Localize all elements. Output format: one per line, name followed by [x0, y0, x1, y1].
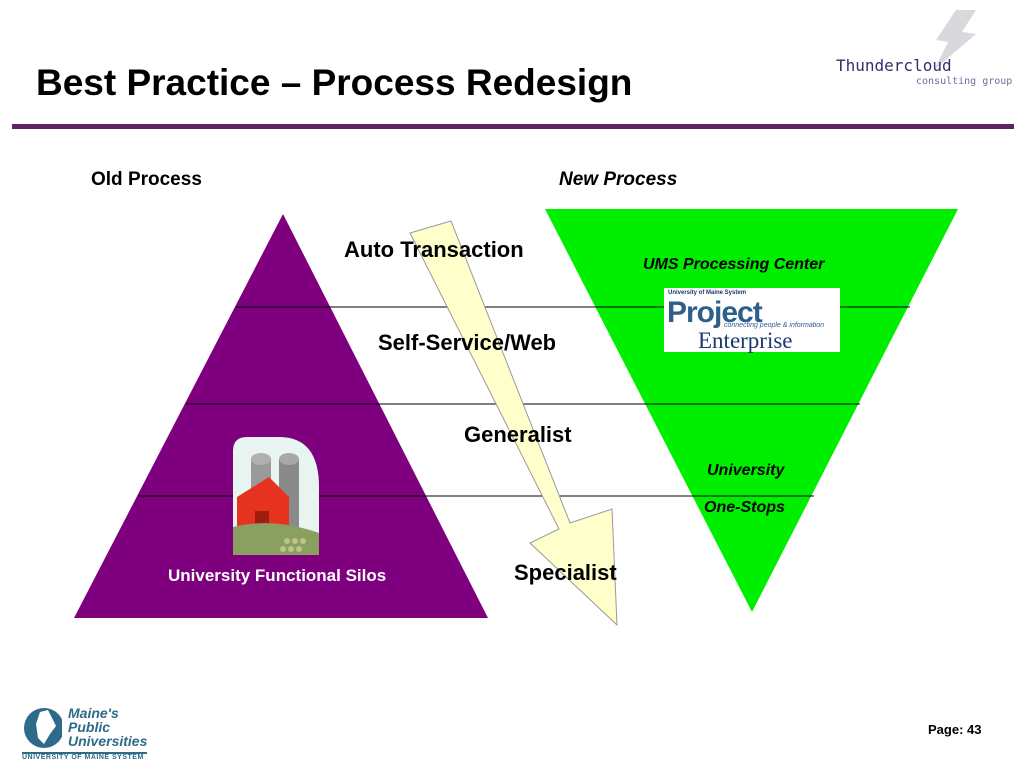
lightning-icon — [934, 10, 976, 70]
new-process-label: New Process — [559, 169, 678, 190]
maine-logo-text: Maine's Public Universities — [68, 706, 147, 748]
title-divider — [12, 124, 1014, 129]
level-generalist: Generalist — [464, 422, 572, 447]
pe-logo-project: Project — [667, 296, 763, 329]
old-process-pyramid — [74, 214, 488, 618]
barn-silos-icon — [233, 437, 319, 555]
pe-logo-tagline: connecting people & information — [724, 322, 825, 329]
slide-title: Best Practice – Process Redesign — [36, 62, 633, 103]
maine-system-label: UNIVERSITY OF MAINE SYSTEM — [22, 754, 144, 761]
maine-line-2: Public — [68, 719, 111, 735]
thundercloud-tagline: consulting group — [916, 76, 1013, 87]
level-auto-transaction: Auto Transaction — [344, 237, 524, 262]
old-process-label: Old Process — [91, 169, 202, 190]
university-label: University — [707, 462, 785, 479]
thundercloud-name: Thundercloud — [836, 56, 952, 75]
maine-line-1: Maine's — [68, 705, 119, 721]
level-specialist: Specialist — [514, 560, 617, 585]
one-stops-label: One-Stops — [704, 499, 785, 516]
pe-logo-header: University of Maine System — [668, 290, 747, 296]
thundercloud-logo: Thundercloud consulting group — [836, 10, 1016, 90]
ums-processing-center-label: UMS Processing Center — [643, 256, 825, 273]
maine-line-3: Universities — [68, 733, 148, 749]
functional-silos-label: University Functional Silos — [168, 566, 387, 585]
maine-public-universities-logo: Maine's Public Universities UNIVERSITY O… — [22, 702, 152, 762]
maine-logo-rule — [22, 752, 147, 754]
level-self-service: Self-Service/Web — [378, 330, 557, 355]
new-process-funnel — [545, 209, 958, 612]
shift-arrow — [409, 220, 618, 627]
project-enterprise-logo: University of Maine System Project conne… — [664, 288, 840, 353]
maine-state-icon — [24, 708, 62, 748]
page-number: Page: 43 — [928, 722, 982, 737]
pe-logo-enterprise: Enterprise — [698, 328, 793, 353]
